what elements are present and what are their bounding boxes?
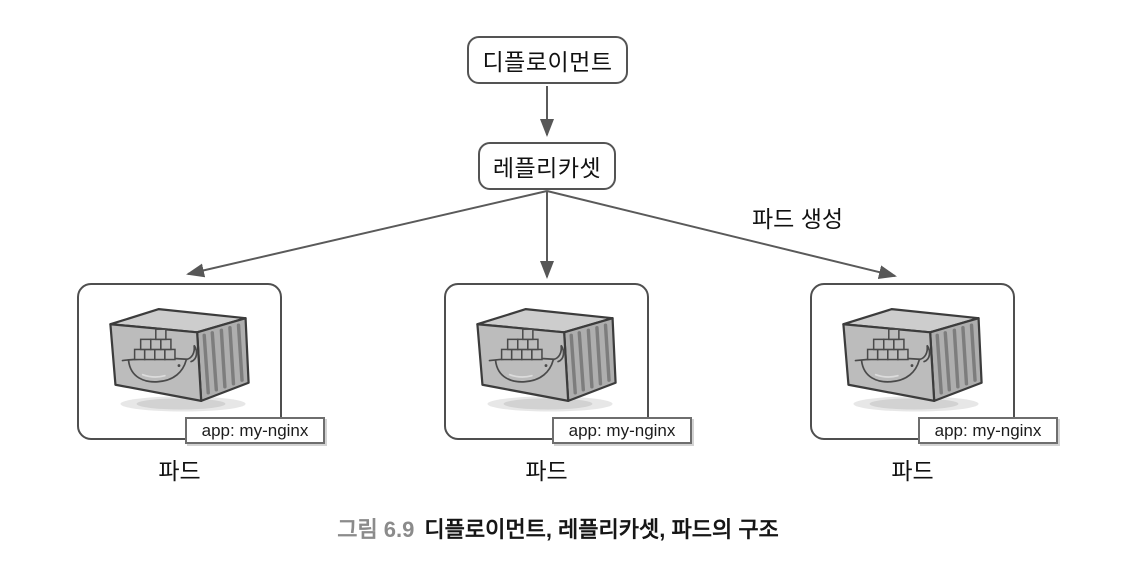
replicaset-label: 레플리카셋: [492, 155, 602, 181]
docker-container-icon: [79, 298, 280, 414]
app-label-badge: app: my-nginx: [918, 417, 1058, 444]
deployment-box: 디플로이먼트: [467, 36, 628, 84]
pod-label: 파드: [525, 458, 568, 484]
docker-container-icon: [446, 298, 647, 414]
pod-label: 파드: [158, 458, 201, 484]
deployment-label: 디플로이먼트: [482, 49, 613, 75]
pod-label: 파드: [891, 458, 934, 484]
figure-caption: 그림 6.9 디플로이먼트, 레플리카셋, 파드의 구조: [337, 512, 779, 544]
pod-box: app: my-nginx: [810, 283, 1058, 444]
caption-title: 디플로이먼트, 레플리카셋, 파드의 구조: [424, 517, 779, 542]
app-label-badge: app: my-nginx: [185, 417, 325, 444]
pod-box: app: my-nginx: [444, 283, 692, 444]
docker-container-icon: [812, 298, 1013, 414]
pod-creation-label: 파드 생성: [752, 206, 844, 232]
replicaset-box: 레플리카셋: [478, 142, 616, 190]
app-label-badge: app: my-nginx: [552, 417, 692, 444]
caption-figure-number: 그림 6.9: [337, 517, 415, 542]
pod-box: app: my-nginx: [77, 283, 325, 444]
arrow-replicaset-to-pod-left: [186, 190, 548, 278]
